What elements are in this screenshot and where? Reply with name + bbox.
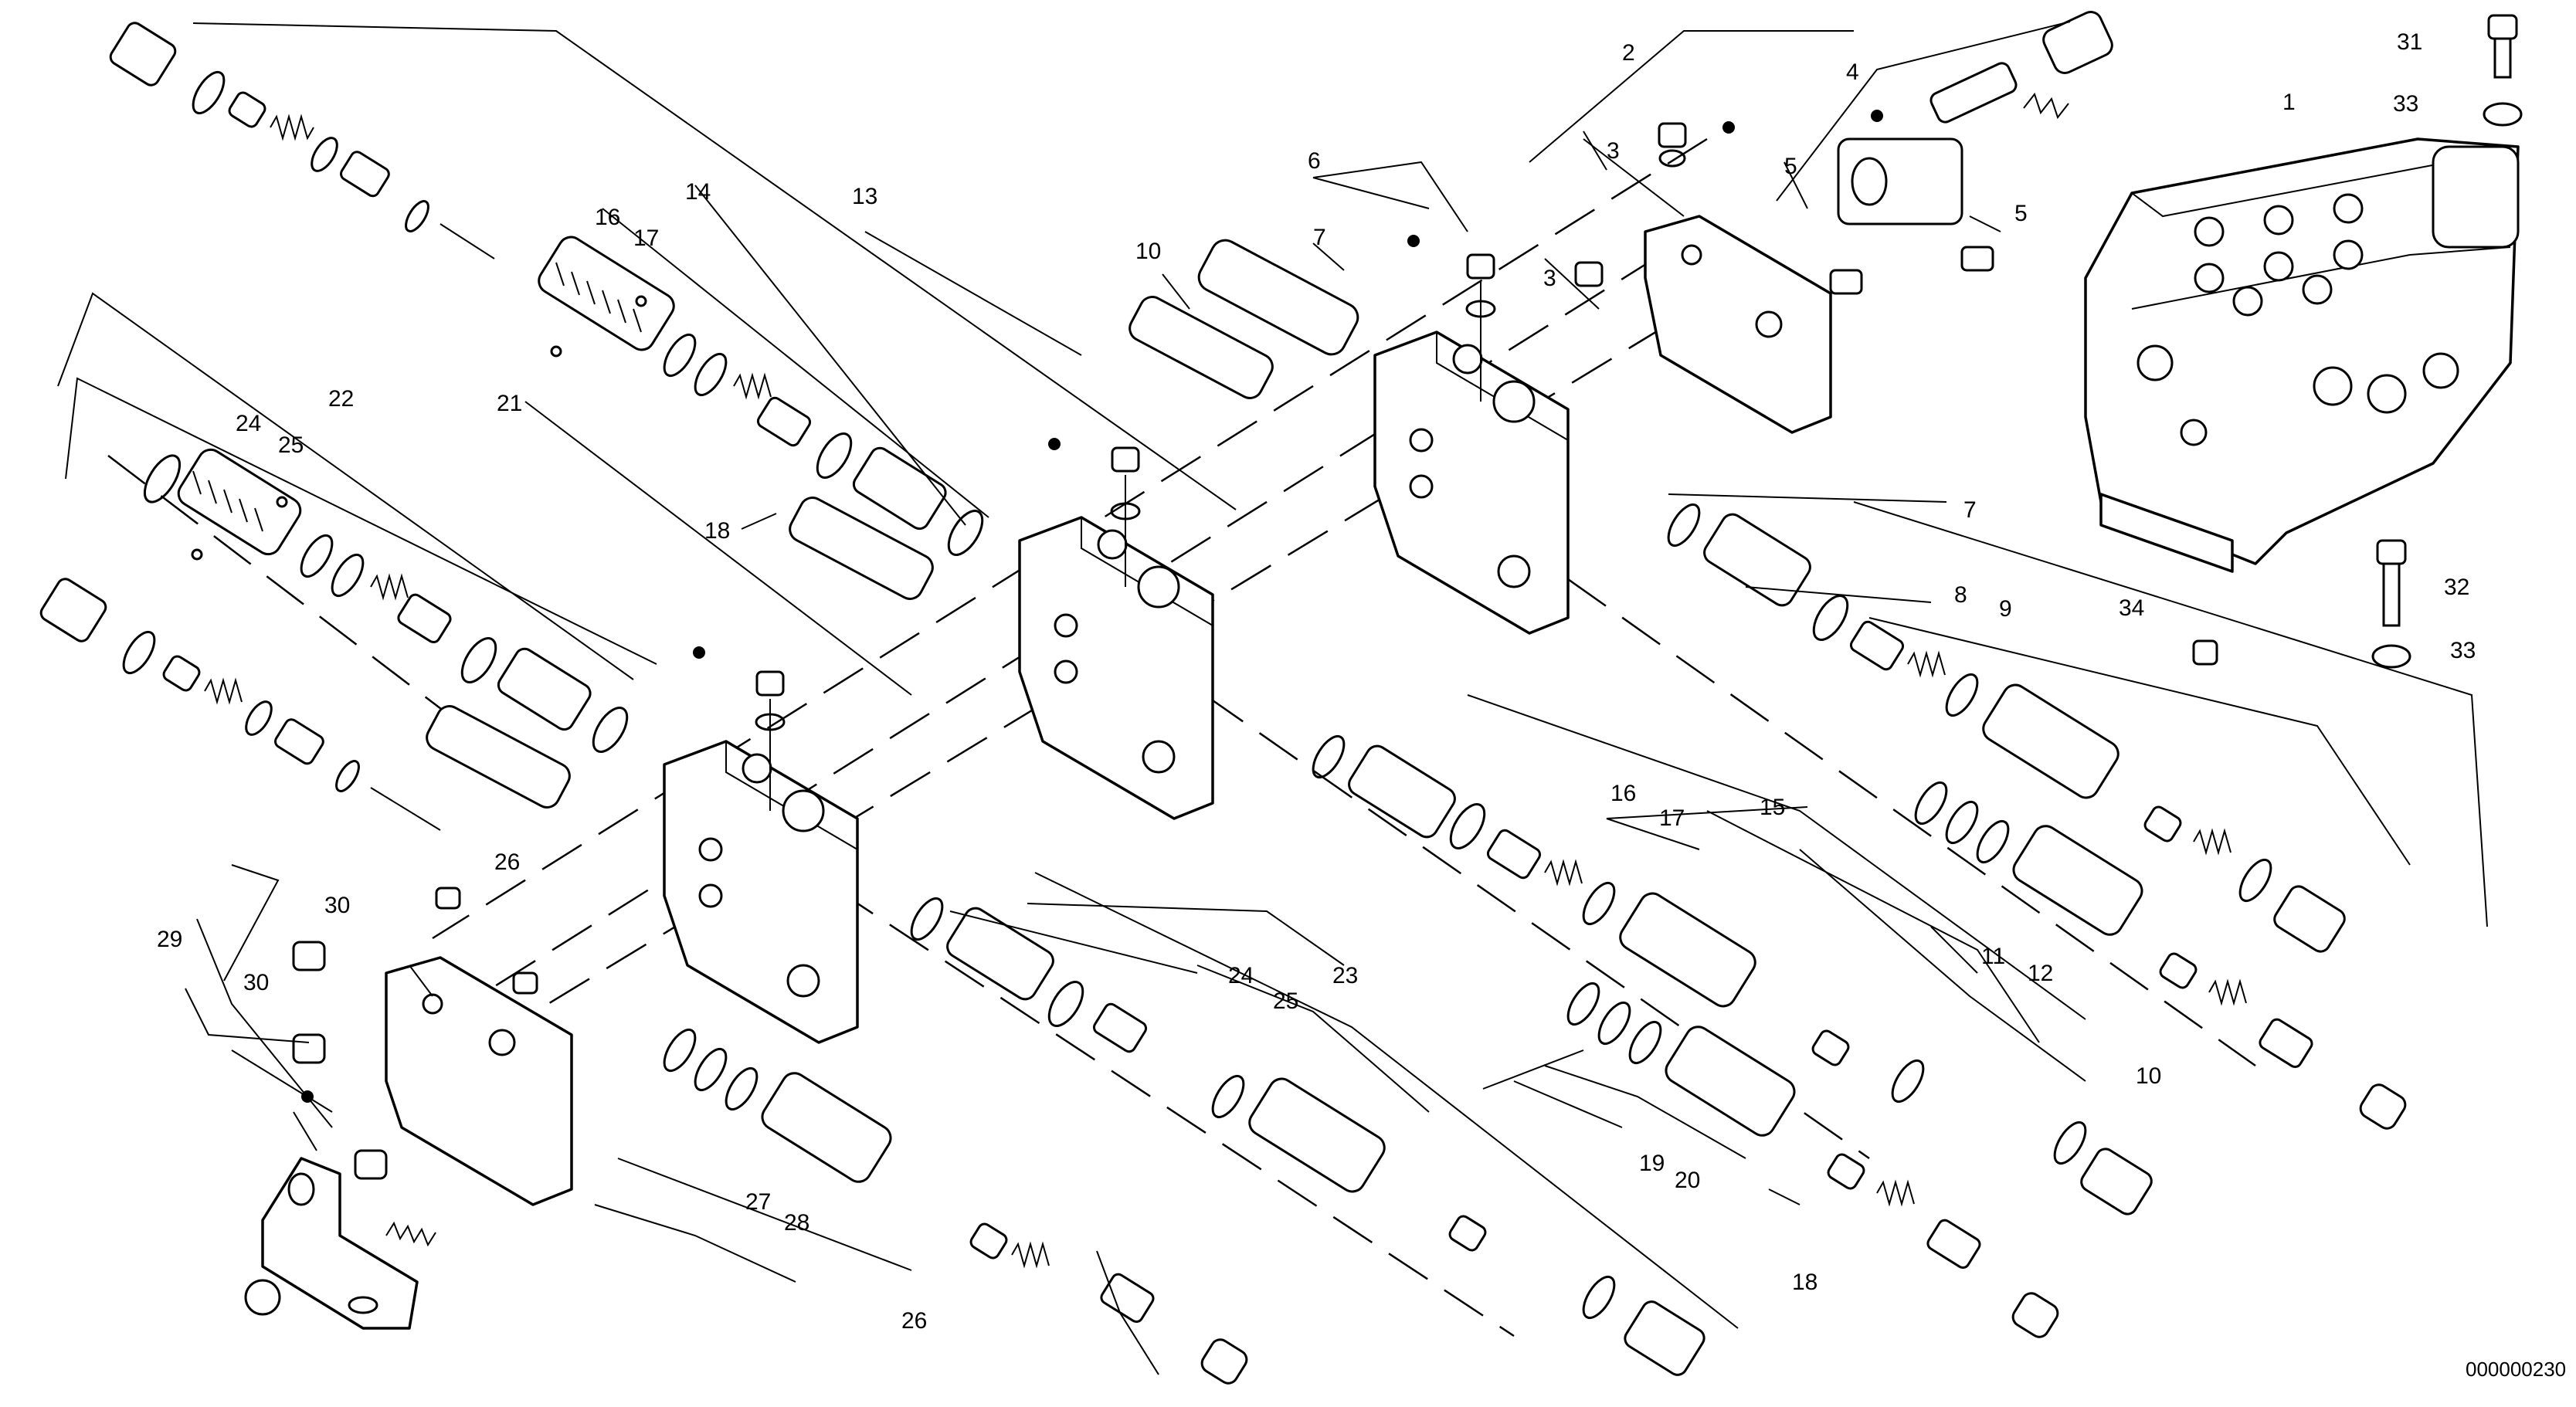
callout-2: 2 bbox=[1622, 40, 1635, 66]
valve-section-middle bbox=[1018, 446, 1214, 820]
callout-26: 26 bbox=[901, 1308, 927, 1334]
callout-11: 11 bbox=[1981, 944, 2005, 969]
callout-26: 26 bbox=[494, 849, 520, 875]
right-spool-chains bbox=[663, 503, 2407, 1385]
callout-1: 1 bbox=[2282, 90, 2296, 115]
callout-34: 34 bbox=[2119, 595, 2144, 621]
upper-spool-chain bbox=[109, 22, 984, 556]
valve-section-left bbox=[663, 670, 859, 1044]
callout-10: 10 bbox=[2136, 1063, 2161, 1089]
callout-13: 13 bbox=[852, 184, 877, 209]
callout-30: 30 bbox=[324, 893, 350, 918]
callout-5: 5 bbox=[1784, 154, 1797, 179]
callout-30: 30 bbox=[243, 970, 269, 995]
valve-section-right bbox=[1373, 253, 1570, 635]
callout-10: 10 bbox=[1135, 239, 1161, 264]
callout-16: 16 bbox=[595, 205, 620, 230]
drawing-code: 000000230 bbox=[2466, 1358, 2566, 1381]
callout-18: 18 bbox=[704, 518, 730, 544]
callout-22: 22 bbox=[328, 386, 354, 412]
callout-29: 29 bbox=[157, 927, 182, 952]
leader-lines bbox=[57, 21, 2488, 1375]
callout-4: 4 bbox=[1846, 59, 1859, 85]
callout-3: 3 bbox=[1543, 266, 1556, 291]
callout-25: 25 bbox=[278, 432, 304, 458]
callout-5: 5 bbox=[2014, 201, 2028, 226]
callout-24: 24 bbox=[1228, 963, 1254, 988]
assembled-valve-illustration bbox=[2084, 137, 2520, 573]
assembly-markers bbox=[301, 110, 1883, 1103]
left-spool-chain bbox=[39, 448, 629, 831]
callout-15: 15 bbox=[1760, 795, 1785, 820]
callout-7: 7 bbox=[1963, 497, 1977, 523]
callout-18: 18 bbox=[1792, 1270, 1817, 1295]
callout-labels: 1 2 3 3 4 5 5 6 7 7 8 9 10 10 11 12 13 1… bbox=[157, 29, 2476, 1334]
callout-6: 6 bbox=[1308, 148, 1321, 174]
callout-14: 14 bbox=[685, 179, 711, 205]
mounting-bracket-bottom bbox=[244, 1157, 436, 1330]
callout-17: 17 bbox=[633, 225, 659, 251]
callout-33: 33 bbox=[2450, 638, 2476, 663]
callout-31: 31 bbox=[2397, 29, 2422, 55]
callout-33: 33 bbox=[2393, 91, 2418, 117]
callout-19: 19 bbox=[1639, 1151, 1665, 1176]
callout-25: 25 bbox=[1273, 988, 1298, 1014]
callout-16: 16 bbox=[1610, 781, 1636, 806]
callout-7: 7 bbox=[1313, 225, 1326, 250]
callout-23: 23 bbox=[1332, 963, 1358, 988]
callout-3: 3 bbox=[1607, 138, 1620, 164]
callout-32: 32 bbox=[2444, 575, 2469, 600]
callout-20: 20 bbox=[1675, 1168, 1700, 1193]
cartridge-valves bbox=[426, 239, 1359, 809]
callout-24: 24 bbox=[236, 411, 261, 436]
callout-27: 27 bbox=[745, 1189, 771, 1215]
callout-17: 17 bbox=[1659, 805, 1685, 831]
end-cover-bottom bbox=[292, 887, 573, 1206]
callout-12: 12 bbox=[2028, 961, 2053, 986]
callout-9: 9 bbox=[1999, 596, 2012, 622]
callout-28: 28 bbox=[784, 1210, 809, 1236]
right-fasteners bbox=[2192, 14, 2523, 669]
callout-8: 8 bbox=[1954, 582, 1967, 608]
callout-21: 21 bbox=[497, 391, 522, 416]
